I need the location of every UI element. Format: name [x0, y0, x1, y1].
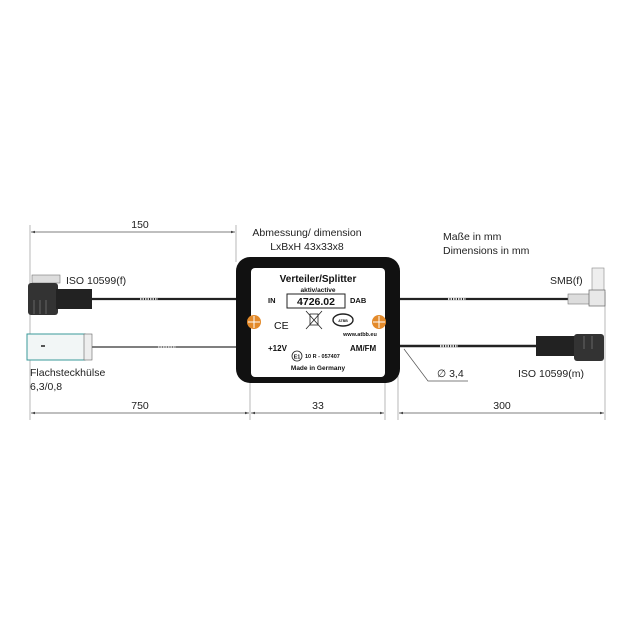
weee-bin-icon — [305, 310, 323, 330]
ce-mark: CE — [274, 320, 289, 332]
cables — [90, 297, 570, 348]
dimension-note-2: LxBxH 43x33x8 — [270, 241, 344, 253]
label-smb: SMB(f) — [550, 275, 583, 287]
logo-text: ATBB — [338, 319, 348, 323]
label-flat-connector-1: Flachsteckhülse — [30, 367, 105, 379]
flat-connector-icon — [26, 333, 93, 361]
device-title: Verteiler/Splitter — [280, 274, 357, 285]
iso-10599-female-connector-icon — [28, 274, 92, 315]
iso-10599-male-connector-icon — [536, 334, 604, 361]
dimension-note-1: Abmessung/ dimension — [252, 227, 361, 239]
part-number: 4726.02 — [297, 296, 335, 308]
diameter-leader — [403, 348, 468, 382]
device-subtitle: aktiv/active — [300, 287, 335, 294]
port-amfm: AM/FM — [350, 344, 377, 353]
part-number-box — [286, 293, 346, 309]
port-dab: DAB — [350, 296, 367, 305]
approval-number: 10 R - 057407 — [305, 354, 340, 360]
atbb-logo-icon: ATBB — [332, 313, 354, 327]
label-flat-connector-2: 6,3/0,8 — [30, 381, 62, 393]
dim-150-label: 150 — [131, 219, 149, 231]
dim-33-label: 33 — [312, 400, 324, 412]
made-in-germany: Made in Germany — [291, 365, 346, 372]
smb-female-connector-icon — [567, 267, 606, 307]
website: www.atbb.eu — [342, 332, 377, 338]
e-mark-icon — [291, 350, 303, 362]
dim-750-label: 750 — [131, 400, 149, 412]
cable-diameter-label: ∅ 3,4 — [437, 368, 464, 380]
units-note-2: Dimensions in mm — [443, 245, 530, 257]
units-note-1: Maße in mm — [443, 231, 502, 243]
label-iso-male: ISO 10599(m) — [518, 368, 584, 380]
dim-300-label: 300 — [493, 400, 511, 412]
power-label: +12V — [268, 344, 288, 353]
e-mark-text: E1 — [294, 355, 301, 361]
label-iso-female: ISO 10599(f) — [66, 275, 126, 287]
port-in: IN — [268, 296, 276, 305]
